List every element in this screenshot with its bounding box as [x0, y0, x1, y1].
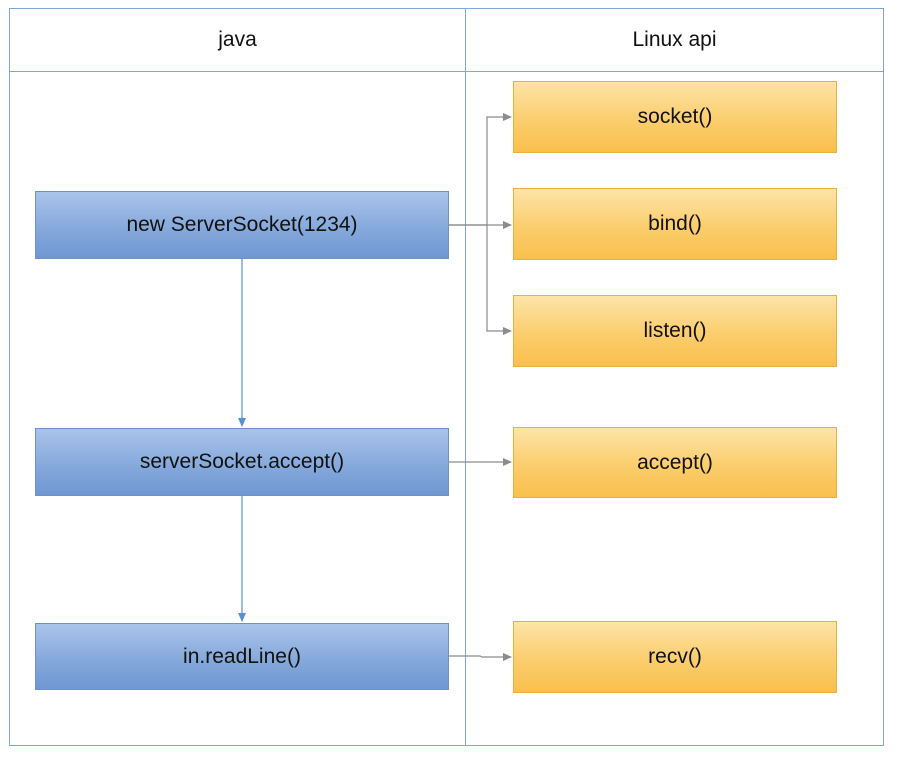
linux-call-listen: listen() [513, 295, 837, 367]
column-divider [465, 9, 466, 745]
linux-api-column-header: Linux api [632, 28, 717, 51]
diagram-frame: java Linux api [9, 8, 884, 746]
linux-call-recv: recv() [513, 621, 837, 693]
linux-call-socket: socket() [513, 81, 837, 153]
java-step-new-serversocket: new ServerSocket(1234) [35, 191, 449, 259]
header-row [10, 9, 883, 72]
java-step-readline: in.readLine() [35, 623, 449, 690]
linux-call-accept: accept() [513, 427, 837, 498]
java-column-header: java [218, 28, 257, 51]
java-step-accept: serverSocket.accept() [35, 428, 449, 496]
linux-call-bind: bind() [513, 188, 837, 260]
